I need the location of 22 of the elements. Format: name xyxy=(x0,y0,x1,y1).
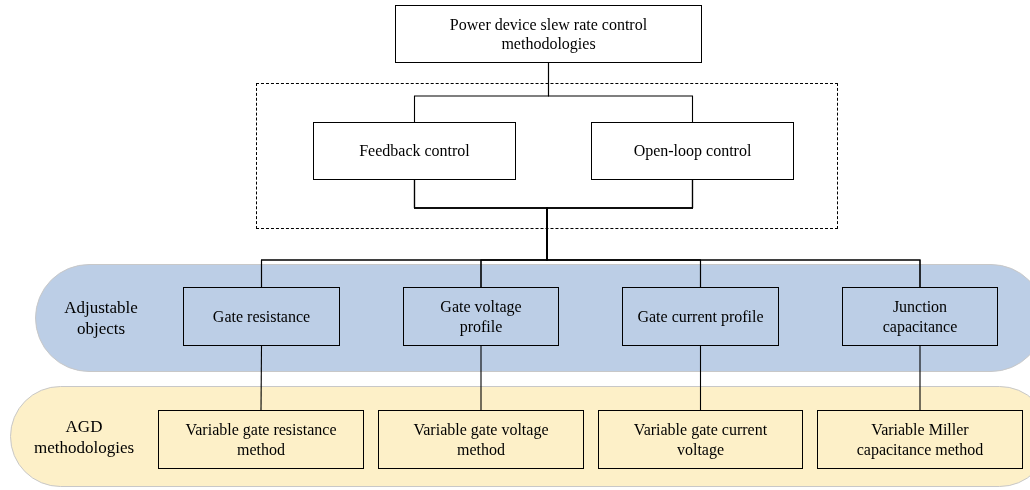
connector-line xyxy=(260,345,263,411)
connector-line xyxy=(480,345,482,411)
process-box: Gate voltage profile xyxy=(403,287,559,346)
process-box: Junction capacitance xyxy=(842,287,998,346)
process-box: Open-loop control xyxy=(591,122,794,180)
process-box: Variable Miller capacitance method xyxy=(817,410,1023,469)
rounded-band xyxy=(10,386,1030,487)
band-label: AGD methodologies xyxy=(32,415,136,458)
process-box: Feedback control xyxy=(313,122,516,180)
band-label: Adjustable objects xyxy=(63,296,139,340)
process-box: Variable gate voltage method xyxy=(378,410,584,469)
connector-line xyxy=(919,345,921,411)
process-box: Power device slew rate control methodologies xyxy=(395,5,702,63)
process-box: Gate current profile xyxy=(622,287,779,346)
connector-line xyxy=(699,345,702,411)
dashed-group-box xyxy=(256,83,838,229)
process-box: Variable gate current voltage xyxy=(598,410,803,469)
rounded-band xyxy=(35,264,1030,372)
process-box: Variable gate resistance method xyxy=(158,410,364,469)
connector-line xyxy=(546,179,921,288)
connector-line xyxy=(547,62,694,123)
process-box: Gate resistance xyxy=(183,287,340,346)
